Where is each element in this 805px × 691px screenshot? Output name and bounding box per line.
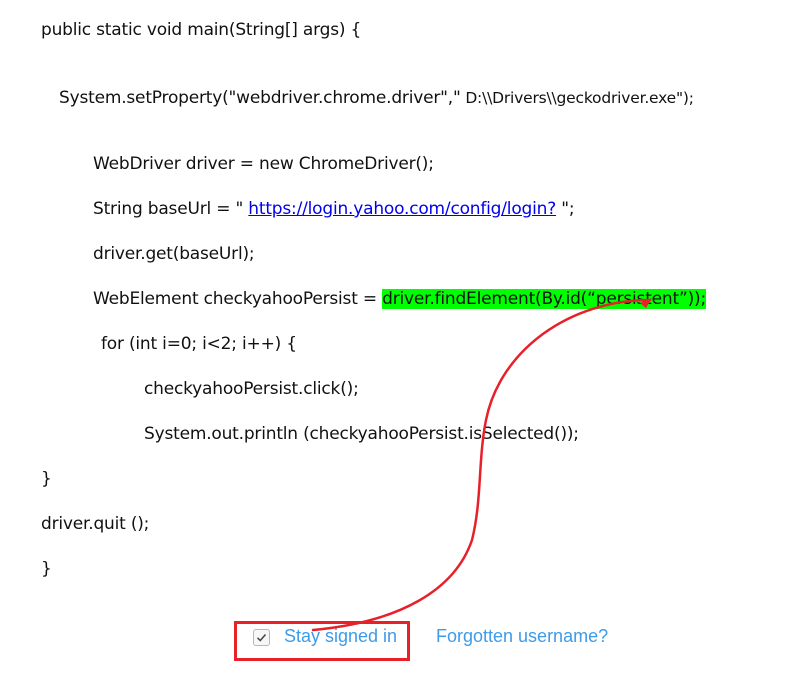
stay-signed-in-checkbox[interactable] [253,629,270,646]
yahoo-login-link[interactable]: https://login.yahoo.com/config/login? [248,199,557,219]
base-url-declaration: String baseUrl = " [93,199,249,219]
driver-path: D:\\Drivers\\geckodriver.exe"); [460,89,694,107]
web-element-declaration: WebElement checkyahooPersist = [93,289,383,309]
code-line-webdriver-init: WebDriver driver = new ChromeDriver(); [93,154,434,174]
highlighted-find-element: driver.findElement(By.id(“persistent”)); [382,289,706,309]
code-line-main-signature: public static void main(String[] args) { [41,20,362,40]
code-line-set-property: System.setProperty("webdriver.chrome.dri… [59,87,694,109]
set-property-call: System.setProperty("webdriver.chrome.dri… [59,88,461,108]
code-line-find-element: WebElement checkyahooPersist = driver.fi… [93,288,706,310]
code-line-driver-quit: driver.quit (); [41,514,150,534]
base-url-end: "; [556,199,575,219]
code-line-println: System.out.println (checkyahooPersist.is… [144,424,579,444]
code-line-driver-get: driver.get(baseUrl); [93,244,255,264]
checkmark-icon [256,634,267,642]
code-line-for-loop: for (int i=0; i<2; i++) { [101,334,297,354]
forgotten-username-link[interactable]: Forgotten username? [436,626,609,646]
code-line-click: checkyahooPersist.click(); [144,379,359,399]
code-line-base-url: String baseUrl = " https://login.yahoo.c… [93,198,575,220]
code-line-close-brace-loop: } [41,469,52,489]
code-line-close-brace-main: } [41,559,52,579]
annotation-highlight-box [234,621,410,661]
